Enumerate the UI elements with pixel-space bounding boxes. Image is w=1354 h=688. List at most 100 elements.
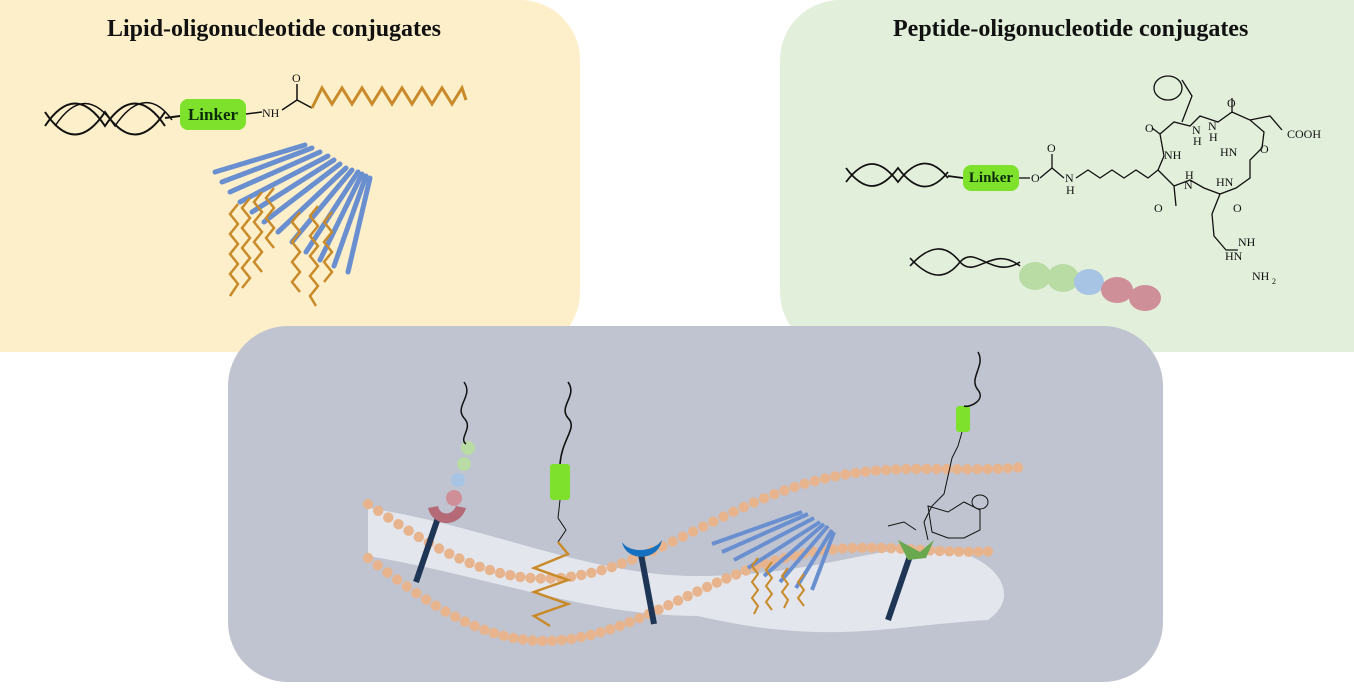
outer-lipid-head xyxy=(789,481,800,493)
outer-lipid-head xyxy=(840,469,851,480)
inner-lipid-head xyxy=(847,542,858,554)
outer-lipid-head xyxy=(880,464,892,476)
outer-lipid-head xyxy=(931,463,942,475)
inner-lipid-head xyxy=(876,542,887,554)
inner-lipid-head xyxy=(730,569,742,580)
inner-lipid-head xyxy=(527,635,538,646)
inner-lipid-head xyxy=(488,627,500,639)
inner-lipid-head xyxy=(682,590,693,602)
ring-o2-label: O xyxy=(1227,96,1236,110)
outer-lipid-head xyxy=(413,531,424,543)
ring-h3-label: H xyxy=(1185,168,1194,182)
outer-lipid-head xyxy=(769,489,780,500)
outer-lipid-head xyxy=(383,512,394,523)
lipid-conjugate-panel: Lipid-oligonucleotide conjugates NH O xyxy=(0,0,580,352)
lysine-chain xyxy=(1075,169,1159,179)
outer-lipid-head xyxy=(779,485,790,496)
outer-lipid-head xyxy=(444,548,455,559)
lipid-panel-title: Lipid-oligonucleotide conjugates xyxy=(107,16,442,42)
outer-lipid-head xyxy=(677,531,688,542)
inner-lipid-head xyxy=(711,577,722,588)
inner-lipid-head xyxy=(614,620,626,632)
inner-lipid-head xyxy=(382,567,393,578)
peptide-conjugate-panel: Peptide-oligonucleotide conjugates O O N… xyxy=(780,0,1354,352)
red-receptor xyxy=(413,381,475,583)
green-receptor xyxy=(885,351,989,621)
peptide-bead xyxy=(1129,285,1161,311)
inner-lipid-head xyxy=(372,560,383,571)
ring-hn2-label: HN xyxy=(1216,175,1234,189)
outer-lipid-head xyxy=(1002,463,1013,474)
outer-lipid-head xyxy=(586,567,597,578)
guanidine-nh2-label: NH xyxy=(1252,269,1270,283)
inner-lipid-head xyxy=(420,594,432,605)
outer-lipid-head xyxy=(433,543,445,554)
outer-lipid-head xyxy=(393,519,404,530)
outer-lipid-head xyxy=(525,572,536,584)
outer-lipid-head xyxy=(850,467,861,479)
membrane-bilayer xyxy=(368,508,1005,633)
outer-lipid-head xyxy=(687,526,699,537)
carbamate-h-label: H xyxy=(1066,183,1075,197)
outer-lipid-head xyxy=(505,570,516,581)
inner-lipid-head xyxy=(963,546,974,557)
outer-lipid-head xyxy=(799,478,810,489)
cyclic-peptide-ring xyxy=(1151,75,1283,251)
ring-o1-label: O xyxy=(1145,121,1154,135)
outer-lipid-head xyxy=(951,464,963,475)
inner-lipid-head xyxy=(556,634,567,646)
outer-lipid-head xyxy=(596,565,607,576)
blue-receptor xyxy=(622,540,662,625)
outer-lipid-head xyxy=(941,463,953,475)
carbamate-o-label: O xyxy=(1047,141,1056,155)
inner-lipid-head xyxy=(934,545,945,557)
inner-lipid-head xyxy=(362,552,374,564)
outer-lipid-head xyxy=(890,464,902,475)
peptide-beads xyxy=(1019,262,1161,311)
inner-lipid-head xyxy=(721,573,732,584)
ring-n2-label: N xyxy=(1208,119,1217,133)
ring-h1-label: H xyxy=(1193,134,1202,148)
inner-lipid-head xyxy=(605,624,616,635)
inner-lipid-head xyxy=(517,634,529,645)
ring-nh1-label: NH xyxy=(1164,148,1182,162)
membrane-diagram xyxy=(362,351,1024,647)
inner-lipid-head xyxy=(391,574,403,585)
outer-lipid-head xyxy=(403,525,414,536)
outer-lipid-head xyxy=(972,464,983,475)
inner-lipid-head xyxy=(701,581,713,593)
outer-lipid-head xyxy=(373,505,384,516)
inner-lipid-head xyxy=(953,546,965,557)
inner-lipid-head xyxy=(566,633,577,645)
bond-line xyxy=(245,111,263,115)
inner-lipid-head xyxy=(537,635,548,647)
inner-lipid-head xyxy=(672,595,684,606)
outer-lipid-head xyxy=(698,521,709,532)
outer-lipid-head xyxy=(819,473,831,484)
outer-lipid-head xyxy=(708,516,719,527)
dna-helix-icon xyxy=(44,102,181,136)
ring-o3-label: O xyxy=(1260,142,1269,156)
outer-lipid-head xyxy=(962,464,973,475)
peptide-panel-title: Peptide-oligonucleotide conjugates xyxy=(893,16,1249,42)
outer-lipid-head xyxy=(667,536,678,547)
outer-lipid-head xyxy=(921,463,932,475)
carbamate-n-label: N xyxy=(1065,171,1074,185)
inner-lipid-head xyxy=(837,543,848,554)
inner-lipid-head xyxy=(440,606,451,617)
outer-lipid-head xyxy=(576,569,587,581)
inner-lipid-head xyxy=(575,631,587,643)
outer-lipid-head xyxy=(1012,462,1024,473)
ring-hn1-label: HN xyxy=(1220,145,1238,159)
outer-lipid-head xyxy=(809,475,821,487)
inner-lipid-head xyxy=(546,635,558,646)
micelle-fan xyxy=(212,142,373,275)
inner-lipid-head xyxy=(692,586,703,597)
ring-h2-label: H xyxy=(1209,130,1218,144)
dna-helix-icon xyxy=(845,162,964,188)
ring-n3-label: N xyxy=(1184,178,1193,192)
lipid-diagram: NH O xyxy=(44,71,468,307)
carbonyl-bond xyxy=(281,99,313,111)
inner-lipid-head xyxy=(459,616,471,627)
guanidine-nh-label: NH xyxy=(1238,235,1256,249)
